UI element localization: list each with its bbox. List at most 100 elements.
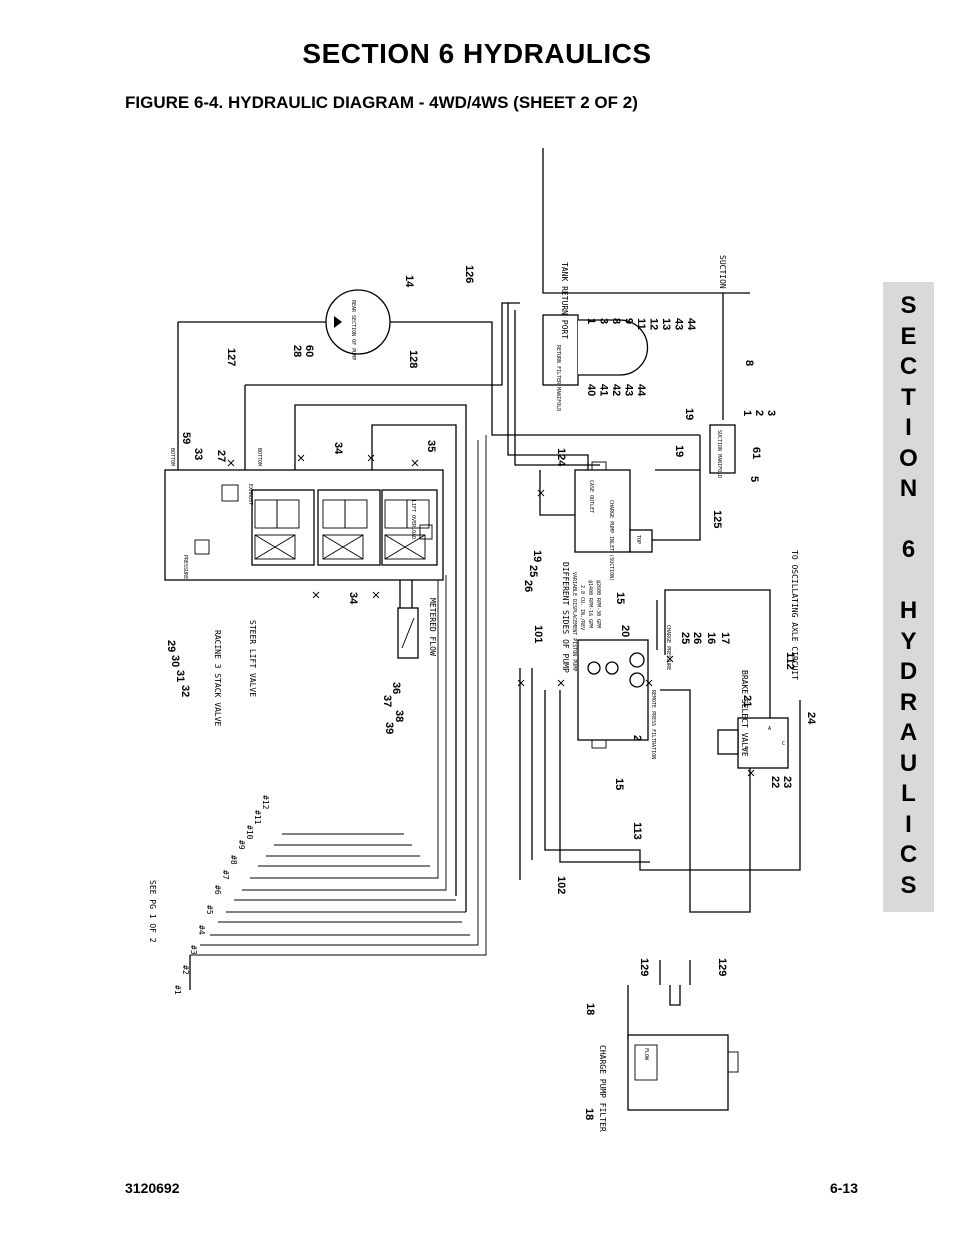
callout-18-bottom: 18 xyxy=(583,1108,595,1120)
pump-sides-label: DIFFERENT SIDES OF PUMP xyxy=(561,562,570,673)
metered-flow-label: METERED FLOW xyxy=(428,598,437,656)
filter-callout: 11 xyxy=(635,318,647,330)
figure-caption: FIGURE 6-4. HYDRAULIC DIAGRAM - 4WD/4WS … xyxy=(125,93,638,112)
bottom-label-2: BOTTOM xyxy=(256,448,262,466)
port-c-label: C xyxy=(782,741,785,747)
side-tab-letter: 6 xyxy=(901,536,916,563)
callout-21: 21 xyxy=(741,695,753,707)
racine-valve-label: RACINE 3 STACK VALVE xyxy=(213,630,222,727)
charge-pressure-label: CHARGE PRESSURE xyxy=(665,625,671,670)
callout-25-charge: 25 xyxy=(679,632,691,644)
callout-25-pump: 25 xyxy=(527,565,539,577)
hydraulic-lines xyxy=(177,148,801,1040)
callout-26-charge: 26 xyxy=(691,632,703,644)
side-tab-letter: S xyxy=(900,871,917,899)
port-label: #11 xyxy=(253,810,262,825)
line-markers xyxy=(227,454,755,777)
filter-callout: 40 xyxy=(585,384,597,396)
callout-16: 16 xyxy=(705,632,717,644)
remote-filtration-label: REMOTE PRESS FILTRATION xyxy=(650,690,656,759)
pump-rpm1-label: @1400 RPM-16 GPM xyxy=(587,580,593,628)
filter-callout: 12 xyxy=(648,318,660,330)
page-title: SECTION 6 HYDRAULICS xyxy=(302,38,652,69)
diagram-labels: TANK RETURN PORT SUCTION REAR SECTION OF… xyxy=(148,255,799,1132)
port-number-labels: #1#2#3#4#5#6#7#8#9#10#11#12 xyxy=(173,795,270,995)
page-number: 6-13 xyxy=(829,1180,858,1196)
exhaust-label: EXHAUST xyxy=(247,484,253,505)
side-tab-letter: C xyxy=(899,353,918,380)
callout-129-left: 129 xyxy=(638,958,650,976)
callout-33: 33 xyxy=(192,448,204,460)
pump-rpm2-label: @2600 RPM-30 GPM xyxy=(595,580,601,628)
callout-24: 24 xyxy=(805,712,817,725)
brake-select-valve xyxy=(717,717,789,769)
side-tab-letter: I xyxy=(905,810,912,838)
top-label: TOP xyxy=(635,535,641,544)
return-filter-manifold xyxy=(542,314,649,386)
filter-callout: 44 xyxy=(685,318,697,331)
callout-35: 35 xyxy=(425,440,437,452)
pump-specs-label: 2.8 CU. IN./REV xyxy=(579,585,585,630)
port-label: #3 xyxy=(189,945,198,955)
callout-102: 102 xyxy=(555,876,567,894)
side-tab-letter: C xyxy=(899,841,918,868)
callout-101: 101 xyxy=(532,625,544,643)
callout-60: 60 xyxy=(303,345,315,357)
callout-36: 36 xyxy=(390,682,402,694)
suction-manifold-label: SUCTION MANIFOLD xyxy=(716,430,722,478)
port-label: #2 xyxy=(181,965,190,975)
brake-valve-label: BRAKE SELECT VALVE xyxy=(740,670,749,757)
side-tab-letter: I xyxy=(905,414,912,441)
callout-31: 31 xyxy=(174,670,186,682)
callout-59: 59 xyxy=(180,432,192,444)
side-tab-letter: O xyxy=(899,444,918,472)
callout-15-bottom: 15 xyxy=(613,778,625,790)
side-tab-letter: U xyxy=(899,749,918,777)
port-label: #7 xyxy=(221,870,230,880)
callout-128: 128 xyxy=(407,350,419,368)
filter-callout: 13 xyxy=(660,318,672,330)
callout-34-top: 34 xyxy=(332,442,344,455)
callout-15-top: 15 xyxy=(614,592,626,604)
callout-23: 23 xyxy=(781,776,793,788)
callout-1-manifold: 1 xyxy=(741,410,753,416)
suction-manifold xyxy=(709,424,736,474)
side-tab-letter: T xyxy=(901,383,916,411)
charge-filter-label: CHARGE PUMP FILTER xyxy=(598,1045,607,1132)
filter-callout: 1 xyxy=(585,318,597,324)
callout-2-manifold: 2 xyxy=(753,410,765,416)
callout-14: 14 xyxy=(403,275,415,288)
port-label: #9 xyxy=(237,840,246,850)
port-label: #12 xyxy=(261,795,270,810)
lift-overload-label: LIFT OVERLOAD xyxy=(410,500,416,539)
filter-callout: 8 xyxy=(610,318,622,324)
side-tab-letter: H xyxy=(899,597,918,624)
rear-section-label: REAR SECTION OF PUMP xyxy=(350,300,356,360)
callout-112: 112 xyxy=(784,652,796,670)
charge-pump-filter xyxy=(627,1034,739,1111)
port-label: #10 xyxy=(245,825,254,840)
callout-18-top: 18 xyxy=(584,1003,596,1015)
filter-callout: 3 xyxy=(598,318,610,324)
callout-127: 127 xyxy=(225,348,237,366)
callout-32: 32 xyxy=(179,685,191,697)
displacement-label: VARIABLE DISPLACEMENT PISTON PUMP xyxy=(571,572,577,671)
bottom-label-1: BOTTOM xyxy=(169,448,175,466)
callout-28: 28 xyxy=(291,345,303,357)
see-page-label: SEE PG 1 OF 2 xyxy=(148,880,157,943)
callout-30: 30 xyxy=(169,655,181,667)
callout-numbers: 14 126 127 128 28 60 59 33 27 34 35 34 2… xyxy=(165,265,817,1120)
side-tab-letter: A xyxy=(899,719,918,746)
callout-3-manifold: 3 xyxy=(765,410,777,416)
side-tab-letter: E xyxy=(900,322,917,350)
filter-callout: 42 xyxy=(610,384,622,396)
pressure-label: PRESSURE xyxy=(182,555,188,579)
callout-8: 8 xyxy=(743,360,755,366)
callout-126: 126 xyxy=(463,265,475,283)
doc-number: 3120692 xyxy=(125,1180,180,1196)
charge-inlet-label: CHARGE PUMP INLET (SUCTION) xyxy=(608,500,614,581)
callout-17: 17 xyxy=(719,632,731,644)
